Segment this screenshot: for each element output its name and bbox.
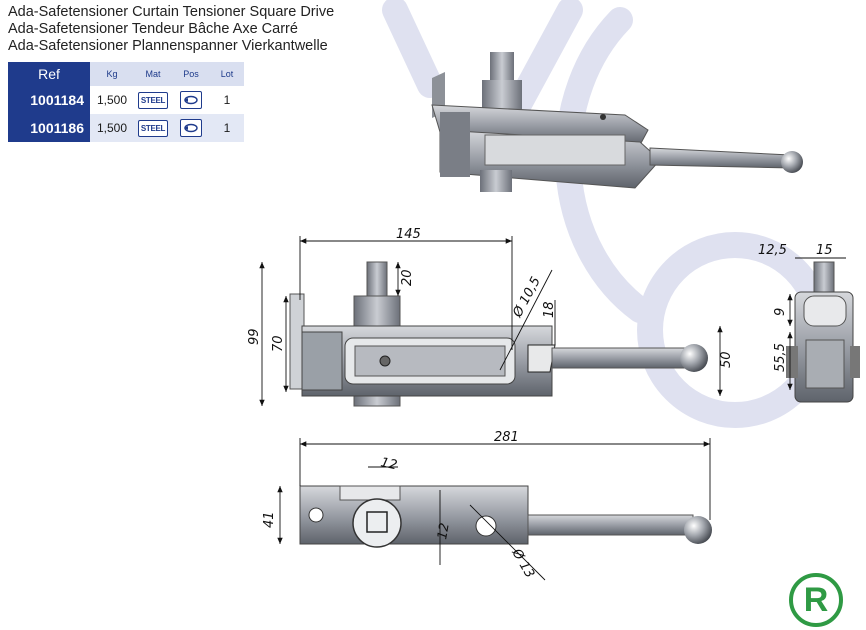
header-ref: Ref bbox=[8, 62, 90, 86]
title-en: Ada-Safetensioner Curtain Tensioner Squa… bbox=[8, 4, 335, 20]
dim-12-side: 12 bbox=[435, 522, 453, 541]
side-view-drawing bbox=[786, 261, 860, 403]
dim-dia-10-5: Ø 10,5 bbox=[510, 275, 544, 321]
dim-9: 9 bbox=[773, 308, 788, 316]
title-fr: Ada-Safetensioner Tendeur Bâche Axe Carr… bbox=[8, 21, 298, 37]
dim-20: 20 bbox=[400, 269, 415, 286]
dim-41: 41 bbox=[262, 511, 277, 528]
row-kg: 1,500 bbox=[90, 86, 134, 114]
product-render bbox=[431, 52, 803, 192]
row-mat: STEEL bbox=[134, 114, 172, 142]
row-ref: 1001184 bbox=[8, 86, 90, 114]
steel-icon: STEEL bbox=[137, 119, 169, 137]
dim-50: 50 bbox=[719, 351, 734, 368]
header-lot: Lot bbox=[210, 62, 244, 86]
spec-table-header: Ref Kg Mat Pos Lot bbox=[8, 62, 244, 86]
row-ref: 1001186 bbox=[8, 114, 90, 142]
row-lot: 1 bbox=[210, 86, 244, 114]
row-lot: 1 bbox=[210, 114, 244, 142]
spec-table: Ref Kg Mat Pos Lot 1001184 1,500 STEEL 1… bbox=[8, 62, 244, 142]
header-kg: Kg bbox=[90, 62, 134, 86]
top-view-drawing bbox=[299, 485, 712, 548]
header-pos: Pos bbox=[172, 62, 210, 86]
dim-55-5: 55,5 bbox=[773, 343, 788, 372]
dimension-lines bbox=[259, 236, 846, 581]
table-row: 1001184 1,500 STEEL 1 bbox=[8, 86, 244, 114]
dim-12-top: 12 bbox=[379, 455, 398, 473]
dim-99: 99 bbox=[247, 328, 262, 345]
front-view-drawing bbox=[289, 261, 708, 407]
dim-dia-13: Ø 13 bbox=[508, 546, 537, 581]
row-kg: 1,500 bbox=[90, 114, 134, 142]
header-mat: Mat bbox=[134, 62, 172, 86]
row-mat: STEEL bbox=[134, 86, 172, 114]
dim-281: 281 bbox=[494, 430, 519, 445]
dim-15: 15 bbox=[816, 243, 833, 258]
table-row: 1001186 1,500 STEEL 1 bbox=[8, 114, 244, 142]
row-pos bbox=[172, 86, 210, 114]
row-pos bbox=[172, 114, 210, 142]
steel-icon: STEEL bbox=[137, 91, 169, 109]
dim-145: 145 bbox=[396, 227, 421, 242]
dim-12-5: 12,5 bbox=[758, 243, 787, 258]
product-titles: Ada-Safetensioner Curtain Tensioner Squa… bbox=[8, 4, 334, 55]
dim-70: 70 bbox=[271, 335, 286, 352]
dim-18: 18 bbox=[542, 301, 557, 318]
position-icon bbox=[180, 119, 202, 137]
r-badge-logo: R bbox=[789, 573, 843, 627]
position-icon bbox=[180, 91, 202, 109]
title-de: Ada-Safetensioner Plannenspanner Vierkan… bbox=[8, 38, 328, 54]
